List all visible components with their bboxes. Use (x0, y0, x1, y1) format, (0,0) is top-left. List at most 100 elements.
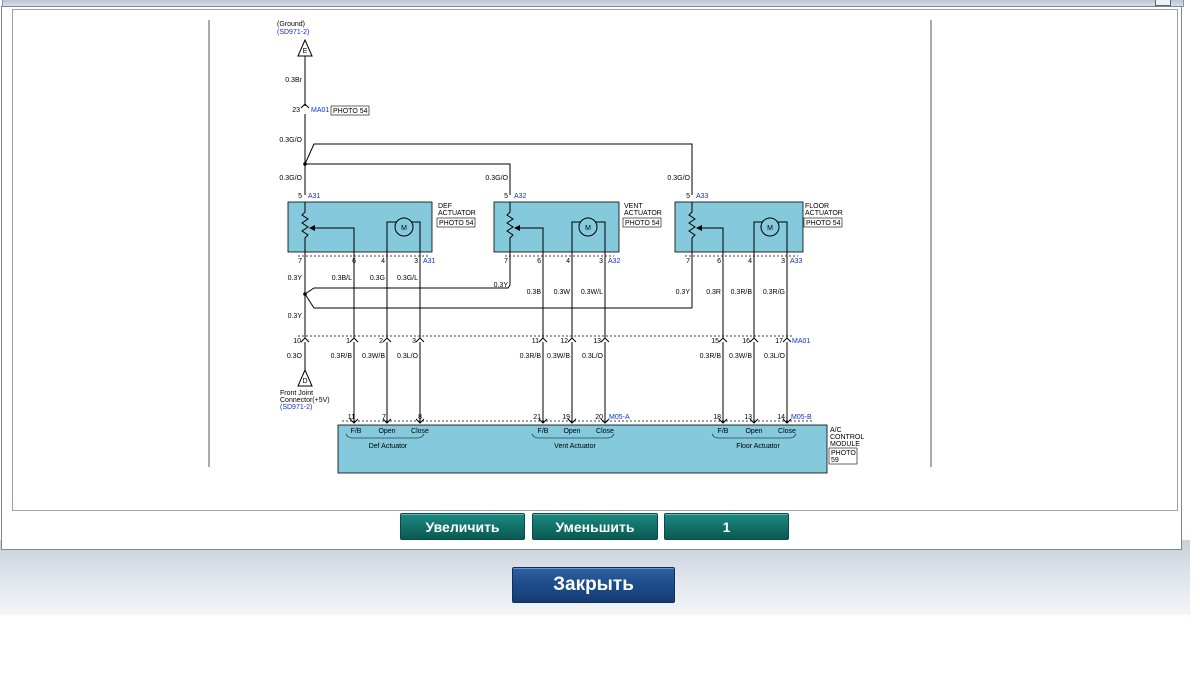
vent-pin-4: 4 (566, 258, 570, 265)
wire-y-bus: 0.3Y (288, 313, 303, 320)
floor-conn-bottom: A33 (790, 258, 803, 265)
module-name-2: CONTROL (830, 434, 864, 441)
module-vent-label: Vent Actuator (554, 443, 596, 450)
module-vent-open: Open (563, 428, 580, 435)
vent-motor-label: M (585, 225, 591, 232)
ma01-pin-13: 13 (593, 338, 601, 345)
floor-pin-7: 7 (686, 258, 690, 265)
module-pin-7: 7 (382, 414, 386, 421)
close-button[interactable]: Закрыть (512, 567, 675, 603)
ma01-pin-11: 11 (532, 338, 539, 345)
vent-pin-top: 5 (504, 193, 508, 200)
floor-name-1: FLOOR (805, 203, 829, 210)
wire-vent-b: 0.3B (527, 289, 542, 296)
wire-vent-w: 0.3W (554, 289, 571, 296)
vent-photo: PHOTO 54 (625, 220, 660, 227)
module-vent-close: Close (596, 428, 614, 435)
def-pin-top: 5 (298, 193, 302, 200)
wire-vent-y: 0.3Y (494, 282, 509, 289)
module-floor-label: Floor Actuator (736, 443, 780, 450)
front-joint-ref: (SD971-2) (280, 404, 312, 411)
wire-low-floor-wb: 0.3W/B (729, 353, 752, 360)
wire-floor-rg: 0.3R/G (763, 289, 785, 296)
module-floor-close: Close (778, 428, 796, 435)
wire-low-o: 0.3O (287, 353, 303, 360)
def-photo: PHOTO 54 (439, 220, 474, 227)
vent-name-2: ACTUATOR (624, 210, 662, 217)
module-conn-a: M05-A (609, 414, 630, 421)
zoom-out-button[interactable]: Уменьшить (532, 513, 658, 540)
floor-motor-label: M (767, 225, 773, 232)
floor-pin-3: 3 (781, 258, 785, 265)
module-pin-13: 13 (744, 414, 752, 421)
wire-low-floor-rb: 0.3R/B (700, 353, 722, 360)
wire-go-4: 0.3G/O (667, 175, 690, 182)
ma01-conn: MA01 (792, 338, 810, 345)
photo-top: PHOTO 54 (333, 108, 368, 115)
module-def-close: Close (411, 428, 429, 435)
module-pin-11: 11 (348, 414, 355, 421)
wiring-diagram: (Ground) (SD971-2) E 0.3Br 23 MA01 PHOTO… (208, 20, 932, 474)
wire-low-def-wb: 0.3W/B (362, 353, 385, 360)
floor-pin-4: 4 (748, 258, 752, 265)
wire-go-2: 0.3G/O (279, 175, 302, 182)
module-def-fb: F/B (351, 428, 362, 435)
front-joint-line-1: Front Joint (280, 390, 313, 397)
ma01-pin-15: 15 (711, 338, 719, 345)
def-pin-4: 4 (381, 258, 385, 265)
vent-conn-bottom: A32 (608, 258, 621, 265)
wire-go-1: 0.3G/O (279, 137, 302, 144)
vent-conn-top: A32 (514, 193, 527, 200)
vent-pin-3: 3 (599, 258, 603, 265)
wire-def-gl: 0.3G/L (397, 275, 418, 282)
module-name-3: MODULE (830, 441, 860, 448)
diagram-viewer[interactable]: (Ground) (SD971-2) E 0.3Br 23 MA01 PHOTO… (12, 9, 1178, 511)
floor-name-2: ACTUATOR (805, 210, 843, 217)
wire-vent-wl: 0.3W/L (581, 289, 603, 296)
wire-go-3: 0.3G/O (485, 175, 508, 182)
conn-top: MA01 (311, 107, 329, 114)
wire-def-y: 0.3Y (288, 275, 303, 282)
ma01-pin-16: 16 (742, 338, 750, 345)
def-motor-label: M (401, 225, 407, 232)
module-floor-open: Open (745, 428, 762, 435)
floor-photo: PHOTO 54 (806, 220, 841, 227)
wire-low-def-lo: 0.3L/O (397, 353, 419, 360)
module-conn-b: M05-B (791, 414, 812, 421)
def-conn-top: A31 (308, 193, 321, 200)
diagram-window: (Ground) (SD971-2) E 0.3Br 23 MA01 PHOTO… (1, 6, 1182, 550)
wire-floor-rb: 0.3R/B (731, 289, 753, 296)
def-conn-bottom: A31 (423, 258, 436, 265)
ground-label: (Ground) (277, 21, 305, 28)
def-pin-3: 3 (414, 258, 418, 265)
ma01-pin-3: 3 (412, 338, 416, 345)
ma01-pin-12: 12 (560, 338, 568, 345)
wire-def-g: 0.3G (370, 275, 385, 282)
module-name-1: A/C (830, 427, 842, 434)
ma01-pin-2: 2 (379, 338, 383, 345)
page-number-button[interactable]: 1 (664, 513, 789, 540)
wire-def-bl: 0.3B/L (332, 275, 352, 282)
ma01-pin-10: 10 (293, 338, 301, 345)
module-pin-21: 21 (533, 414, 541, 421)
module-photo-1: PHOTO (831, 450, 856, 457)
module-photo-2: 59 (831, 457, 839, 464)
wire-floor-r: 0.3R (706, 289, 721, 296)
ground-symbol: E (303, 48, 308, 55)
wire-top: 0.3Br (285, 77, 302, 84)
window-control-icon[interactable] (1155, 0, 1171, 6)
floor-conn-top: A33 (696, 193, 709, 200)
wire-low-def-rb: 0.3R/B (331, 353, 353, 360)
module-pin-8: 8 (418, 414, 422, 421)
ma01-pin-17: 17 (775, 338, 783, 345)
wire-floor-y: 0.3Y (676, 289, 691, 296)
module-pin-20: 20 (595, 414, 603, 421)
floor-pin-top: 5 (686, 193, 690, 200)
vent-pin-6: 6 (537, 258, 541, 265)
ground-ref: (SD971-2) (277, 29, 309, 36)
front-joint-line-2: Connector(+5V) (280, 397, 330, 404)
zoom-in-button[interactable]: Увеличить (400, 513, 525, 540)
module-pin-14: 14 (777, 414, 785, 421)
wire-low-floor-lo: 0.3L/O (764, 353, 786, 360)
conn-top-pin: 23 (292, 107, 300, 114)
